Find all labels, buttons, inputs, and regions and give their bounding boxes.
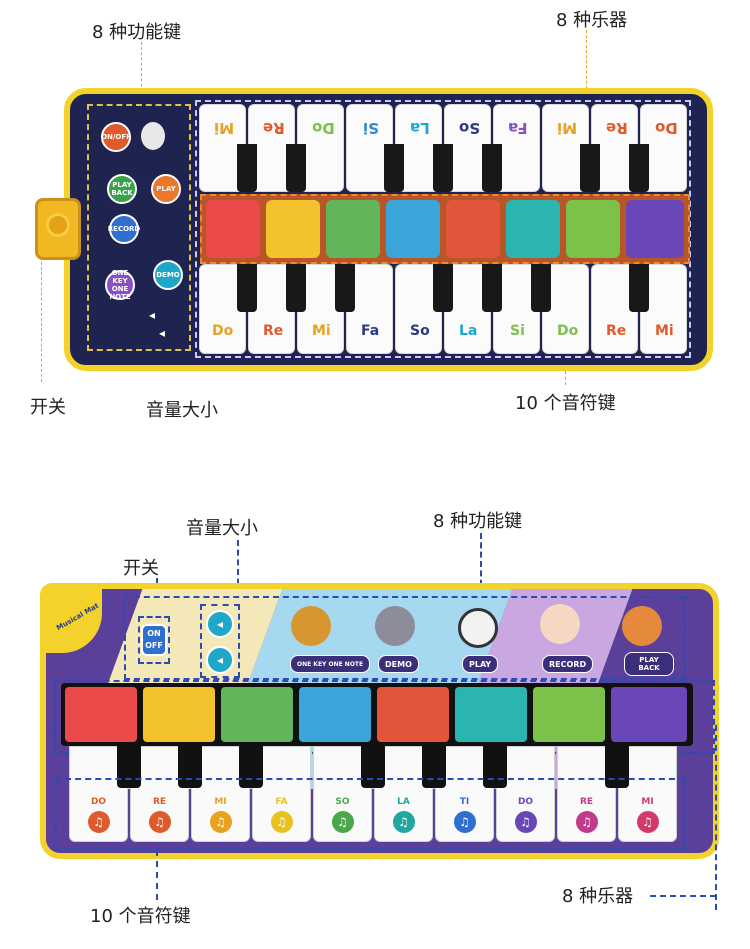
- callout-volume-top: 音量大小: [146, 400, 218, 421]
- clarinet-instrument-icon[interactable]: [506, 200, 560, 258]
- callout-function-keys-bottom: 8 种功能键: [433, 511, 523, 532]
- black-key[interactable]: [482, 264, 502, 312]
- keyboard-top: Mi Re Do Si La So Fa Mi Re Do Do Re Mi F…: [195, 100, 691, 358]
- leader-line: [715, 725, 717, 910]
- callout-note-keys-top: 10 个音符键: [515, 393, 616, 414]
- clarinet-instrument-icon[interactable]: [455, 687, 527, 742]
- record-button[interactable]: RECORD: [542, 655, 594, 673]
- guitar-instrument-icon[interactable]: [566, 200, 620, 258]
- volume-outline: [200, 604, 240, 678]
- keyboard-instrument-icon[interactable]: [65, 687, 137, 742]
- callout-power-top: 开关: [30, 397, 66, 418]
- demo-button[interactable]: DEMO: [378, 655, 419, 673]
- keyboard-bottom: DO♫ RE♫ MI♫ FA♫ SO♫ LA♫ TI♫ DO♫ RE♫ MI♫: [69, 746, 682, 849]
- function-keys-outline: [87, 104, 191, 351]
- black-key[interactable]: [605, 746, 629, 788]
- black-key[interactable]: [433, 264, 453, 312]
- power-outline: [138, 616, 170, 664]
- callout-power-bottom: 开关: [123, 558, 159, 579]
- black-key[interactable]: [286, 264, 306, 312]
- callout-function-keys-top: 8 种功能键: [92, 22, 182, 43]
- black-key[interactable]: [117, 746, 141, 788]
- guitar-instrument-icon[interactable]: [533, 687, 605, 742]
- rabbit-icon: [540, 604, 580, 644]
- saxophone-instrument-icon[interactable]: [386, 200, 440, 258]
- callout-volume-bottom: 音量大小: [186, 518, 258, 539]
- play-button[interactable]: PLAY: [462, 655, 499, 673]
- speaker-icon: [46, 213, 70, 237]
- demo-button[interactable]: DEMO: [153, 260, 183, 290]
- record-button[interactable]: RECORD: [108, 214, 140, 244]
- black-key[interactable]: [629, 144, 649, 192]
- flute-instrument-icon[interactable]: [626, 200, 684, 258]
- piano-key[interactable]: MI♫: [618, 746, 677, 842]
- instrument-strip-bottom: [61, 683, 693, 746]
- violin-instrument-icon[interactable]: [266, 200, 320, 258]
- panda-icon: [458, 608, 498, 648]
- black-key[interactable]: [482, 144, 502, 192]
- volume-up-icon[interactable]: ◂: [206, 610, 234, 638]
- black-key[interactable]: [483, 746, 507, 788]
- instruments-outline: [200, 194, 690, 264]
- black-key[interactable]: [178, 746, 202, 788]
- play-back-button[interactable]: PLAY BACK: [624, 652, 674, 676]
- callout-instruments-bottom: 8 种乐器: [562, 886, 634, 907]
- one-key-one-note-button[interactable]: ONE KEY ONE NOTE: [290, 655, 371, 673]
- saxophone-instrument-icon[interactable]: [299, 687, 371, 742]
- instrument-strip-top: [200, 194, 690, 264]
- one-key-one-note-button[interactable]: ONE KEY ONE NOTE: [105, 269, 135, 301]
- volume-down-icon[interactable]: ◂: [159, 326, 166, 340]
- xylophone-instrument-icon[interactable]: [446, 200, 500, 258]
- black-key[interactable]: [384, 144, 404, 192]
- leader-line: [156, 850, 158, 900]
- black-key[interactable]: [629, 264, 649, 312]
- astronaut-icon: [141, 122, 165, 150]
- black-key[interactable]: [286, 144, 306, 192]
- volume-up-icon[interactable]: ◂: [149, 308, 156, 322]
- black-key[interactable]: [422, 746, 446, 788]
- accordion-instrument-icon[interactable]: [326, 200, 380, 258]
- violin-instrument-icon[interactable]: [143, 687, 215, 742]
- keyboard-instrument-icon[interactable]: [206, 200, 260, 258]
- black-key[interactable]: [361, 746, 385, 788]
- leader-line: [237, 540, 239, 604]
- power-speaker-box[interactable]: [35, 198, 81, 260]
- volume-down-icon[interactable]: ◂: [206, 646, 234, 674]
- on-off-button[interactable]: ON/OFF: [101, 122, 131, 152]
- cat-icon: [375, 606, 415, 646]
- black-key[interactable]: [237, 264, 257, 312]
- leader-line: [141, 42, 142, 102]
- power-button[interactable]: ON OFF: [141, 624, 167, 656]
- leader-line: [650, 895, 716, 897]
- function-keys-outline: [124, 596, 686, 680]
- callout-note-keys-bottom: 10 个音符键: [90, 906, 191, 927]
- leader-line: [480, 533, 482, 595]
- black-key[interactable]: [335, 264, 355, 312]
- play-back-button[interactable]: PLAY BACK: [107, 174, 137, 204]
- black-key[interactable]: [531, 264, 551, 312]
- leader-line: [41, 262, 42, 382]
- note-keys-outline: [195, 100, 691, 358]
- function-panel: ON/OFF PLAY BACK PLAY RECORD ONE KEY ONE…: [87, 104, 191, 351]
- play-button[interactable]: PLAY: [151, 174, 181, 204]
- flute-instrument-icon[interactable]: [611, 687, 687, 742]
- fox-icon: [622, 606, 662, 646]
- lion-icon: [291, 606, 331, 646]
- note-keys-outline: [55, 778, 685, 850]
- accordion-instrument-icon[interactable]: [221, 687, 293, 742]
- xylophone-instrument-icon[interactable]: [377, 687, 449, 742]
- black-key[interactable]: [237, 144, 257, 192]
- black-key[interactable]: [580, 144, 600, 192]
- black-key[interactable]: [433, 144, 453, 192]
- callout-instruments-top: 8 种乐器: [556, 10, 628, 31]
- black-key[interactable]: [239, 746, 263, 788]
- instruments-outline: [54, 680, 715, 754]
